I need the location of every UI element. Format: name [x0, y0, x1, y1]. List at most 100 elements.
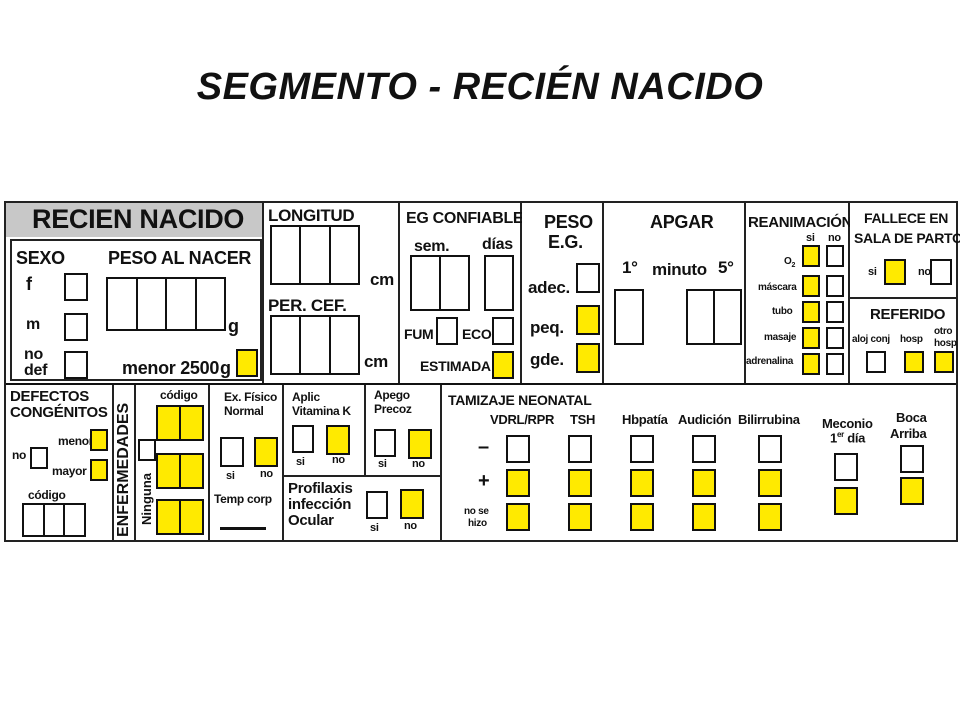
enfermedades-section: ENFERMEDADES Ninguna código: [114, 385, 210, 540]
vitamina-k-label-1: Aplic: [292, 390, 320, 404]
tsh-negative[interactable]: [568, 435, 592, 463]
audicion-no-se-hizo[interactable]: [692, 503, 716, 531]
boca-arriba-negative[interactable]: [900, 445, 924, 473]
profilaxis-no-checkbox[interactable]: [400, 489, 424, 519]
enfermedades-ninguna-checkbox[interactable]: [138, 439, 156, 461]
reanimacion-tubo-si[interactable]: [802, 301, 820, 323]
tamizaje-hizo-label: hizo: [468, 518, 487, 529]
enfermedades-codigo-3[interactable]: [156, 499, 204, 535]
bilirrubina-no-se-hizo[interactable]: [758, 503, 782, 531]
profilaxis-si-checkbox[interactable]: [366, 491, 388, 519]
reanimacion-o2-si[interactable]: [802, 245, 820, 267]
reanimacion-section: REANIMACIÓN si no O2 máscara tubo masaje…: [746, 203, 853, 383]
adec-checkbox[interactable]: [576, 263, 600, 293]
peso-al-nacer-digits[interactable]: [106, 277, 226, 331]
vitamina-k-si-label: si: [296, 456, 305, 468]
defectos-menor-label: menor: [58, 434, 94, 448]
dias-box[interactable]: [484, 255, 514, 311]
peso-eg-label-2: E.G.: [548, 232, 583, 252]
vdrl-no-se-hizo[interactable]: [506, 503, 530, 531]
reanimacion-mascara-no[interactable]: [826, 275, 844, 297]
reanimacion-o2-no[interactable]: [826, 245, 844, 267]
tsh-label: TSH: [570, 412, 596, 427]
apego-si-checkbox[interactable]: [374, 429, 396, 457]
reanimacion-tubo-label: tubo: [772, 306, 793, 317]
sem-digits[interactable]: [410, 255, 470, 311]
boca-arriba-positive[interactable]: [900, 477, 924, 505]
tsh-no-se-hizo[interactable]: [568, 503, 592, 531]
fum-checkbox[interactable]: [436, 317, 458, 345]
dias-label: días: [482, 236, 513, 253]
eco-checkbox[interactable]: [492, 317, 514, 345]
vitamina-k-no-checkbox[interactable]: [326, 425, 350, 455]
apgar-1-minute-box[interactable]: [614, 289, 644, 345]
sexo-f-checkbox[interactable]: [64, 273, 88, 301]
vitamina-k-si-checkbox[interactable]: [292, 425, 314, 453]
audicion-positive[interactable]: [692, 469, 716, 497]
referido-hosp-checkbox[interactable]: [904, 351, 924, 373]
apego-section: Apego Precoz si no: [366, 385, 442, 477]
peq-checkbox[interactable]: [576, 305, 600, 335]
reanimacion-adrenalina-label: adrenalina: [746, 356, 794, 367]
hbpatia-positive[interactable]: [630, 469, 654, 497]
reanimacion-mascara-si[interactable]: [802, 275, 820, 297]
longitud-unit: cm: [370, 270, 394, 289]
bilirrubina-negative[interactable]: [758, 435, 782, 463]
fallece-no-checkbox[interactable]: [930, 259, 952, 285]
apgar-1-label: 1°: [622, 258, 638, 277]
recien-nacido-form: RECIEN NACIDO SEXO f m no def PESO AL NA…: [4, 201, 960, 542]
reanimacion-masaje-no[interactable]: [826, 327, 844, 349]
apgar-5-minute-digits[interactable]: [686, 289, 742, 345]
fallece-si-label: si: [868, 266, 877, 278]
defectos-menor-checkbox[interactable]: [90, 429, 108, 451]
hbpatia-no-se-hizo[interactable]: [630, 503, 654, 531]
enfermedades-codigo-1[interactable]: [156, 405, 204, 441]
ex-fisico-si-checkbox[interactable]: [220, 437, 244, 467]
tamizaje-section: TAMIZAJE NEONATAL – + no se hizo VDRL/RP…: [442, 385, 956, 540]
vdrl-negative[interactable]: [506, 435, 530, 463]
meconio-positive[interactable]: [834, 487, 858, 515]
hbpatia-negative[interactable]: [630, 435, 654, 463]
ex-fisico-si-label: si: [226, 470, 235, 482]
fallece-si-checkbox[interactable]: [884, 259, 906, 285]
tamizaje-plus-label: +: [478, 470, 490, 492]
temp-corp-line[interactable]: [220, 527, 266, 530]
menor-2500-checkbox[interactable]: [236, 349, 258, 377]
per-cef-digits[interactable]: [270, 315, 360, 375]
reanimacion-tubo-no[interactable]: [826, 301, 844, 323]
sexo-m-checkbox[interactable]: [64, 313, 88, 341]
defectos-no-checkbox[interactable]: [30, 447, 48, 469]
profilaxis-si-label: si: [370, 522, 379, 534]
enfermedades-codigo-2[interactable]: [156, 453, 204, 489]
vdrl-positive[interactable]: [506, 469, 530, 497]
tamizaje-label: TAMIZAJE NEONATAL: [448, 392, 592, 408]
profilaxis-no-label: no: [404, 520, 417, 532]
reanimacion-adrenalina-no[interactable]: [826, 353, 844, 375]
reanimacion-adrenalina-si[interactable]: [802, 353, 820, 375]
ex-fisico-no-checkbox[interactable]: [254, 437, 278, 467]
sexo-m-label: m: [26, 316, 40, 333]
vdrl-label: VDRL/RPR: [490, 412, 555, 427]
sexo-no-def-checkbox[interactable]: [64, 351, 88, 379]
tamizaje-minus-label: –: [478, 436, 489, 458]
estimada-checkbox[interactable]: [492, 351, 514, 379]
apego-no-checkbox[interactable]: [408, 429, 432, 459]
gde-checkbox[interactable]: [576, 343, 600, 373]
bilirrubina-positive[interactable]: [758, 469, 782, 497]
reanimacion-masaje-si[interactable]: [802, 327, 820, 349]
defectos-codigo-digits[interactable]: [22, 503, 86, 537]
profilaxis-section: Profilaxis infección Ocular si no: [284, 477, 442, 540]
boca-arriba-label-2: Arriba: [890, 426, 927, 441]
audicion-negative[interactable]: [692, 435, 716, 463]
profilaxis-label-2: infección: [288, 496, 352, 513]
referido-aloj-checkbox[interactable]: [866, 351, 886, 373]
longitud-digits[interactable]: [270, 225, 360, 285]
reanimacion-no-label: no: [828, 232, 841, 244]
defectos-mayor-checkbox[interactable]: [90, 459, 108, 481]
eg-confiable-section: EG CONFIABLE sem. días FUM ECO ESTIMADA: [400, 203, 524, 383]
referido-otro-checkbox[interactable]: [934, 351, 954, 373]
defectos-label-2: CONGÉNITOS: [10, 404, 108, 421]
tsh-positive[interactable]: [568, 469, 592, 497]
meconio-negative[interactable]: [834, 453, 858, 481]
defectos-codigo-label: código: [28, 488, 66, 502]
